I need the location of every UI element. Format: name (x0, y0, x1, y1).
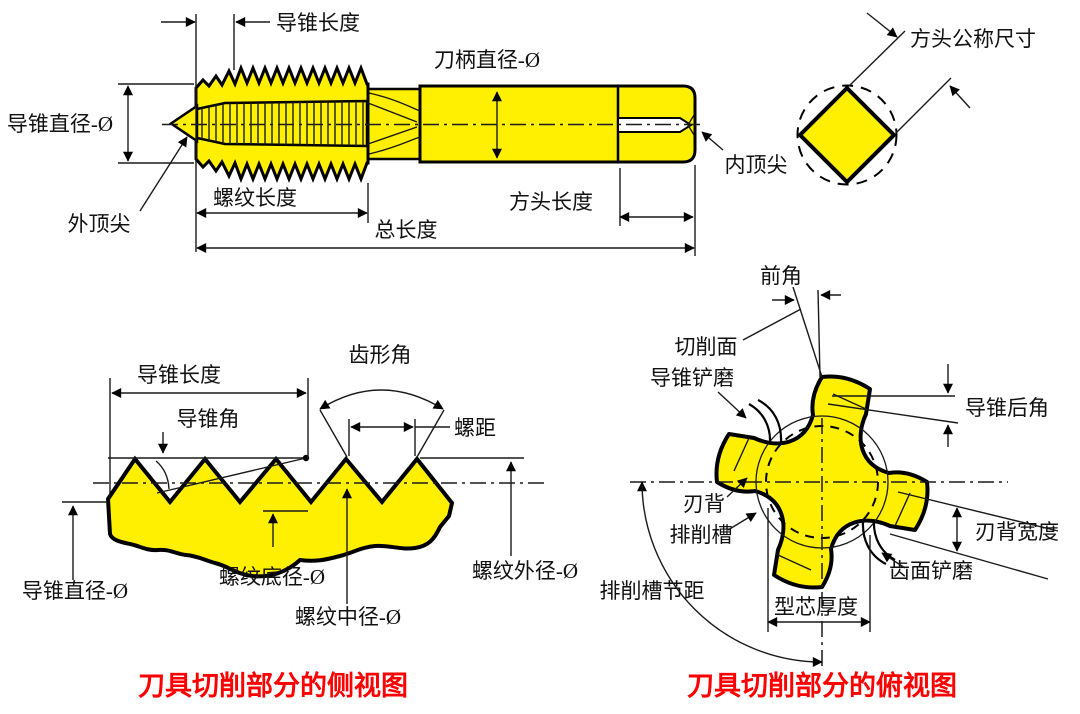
land-relief-lines (733, 393, 911, 571)
label-flute: 排削槽 (670, 523, 733, 547)
tap-side-view-dimensions (118, 14, 724, 256)
square-end-view (796, 12, 971, 186)
thread-profile-body (105, 455, 455, 579)
label-pitch: 螺距 (454, 416, 496, 440)
label-lead-taper-length: 导锥长度 (276, 11, 360, 35)
back-cone-lines (367, 102, 418, 145)
label-rake-angle: 前角 (760, 264, 802, 288)
label-thread-length: 螺纹长度 (213, 186, 297, 210)
label-lead-taper-angle: 导锥角 (177, 407, 240, 431)
label-square-head-nominal-size: 方头公称尺寸 (910, 27, 1036, 51)
label-square-head-length: 方头长度 (509, 190, 593, 214)
lead-taper-line (156, 457, 307, 494)
label-land: 刃背 (683, 492, 725, 516)
label-lead-taper-relief-grind: 导锥铲磨 (650, 366, 734, 390)
label-side-lead-taper-length: 导锥长度 (137, 363, 221, 387)
label-total-length: 总长度 (375, 218, 438, 242)
label-lead-taper-relief-angle: 导锥后角 (965, 396, 1049, 420)
label-thread-root-diameter: 螺纹底径-Ø (219, 565, 325, 589)
thread-profile-view (62, 378, 548, 604)
caption-plan-view: 刀具切削部分的俯视图 (687, 670, 957, 701)
label-flute-pitch: 排削槽节距 (600, 579, 705, 603)
label-land-width: 刃背宽度 (975, 520, 1059, 544)
label-core-thickness: 型芯厚度 (774, 595, 858, 619)
label-cutting-face: 切削面 (675, 335, 738, 359)
thread-section-band (195, 99, 369, 148)
label-external-center: 外顶尖 (68, 212, 131, 236)
tap-side-view (162, 63, 702, 184)
caption-side-view: 刀具切削部分的侧视图 (138, 670, 408, 701)
label-side-lead-taper-diameter: 导锥直径-Ø (22, 579, 128, 603)
label-tooth-face-relief-grind: 齿面铲磨 (889, 559, 973, 583)
cross-section-view (630, 286, 1059, 668)
label-tooth-profile-angle: 齿形角 (349, 343, 412, 367)
label-lead-taper-diameter: 导锥直径-Ø (7, 112, 113, 136)
label-thread-pitch-diameter: 螺纹中径-Ø (295, 605, 401, 629)
label-shank-diameter: 刀柄直径-Ø (434, 48, 540, 72)
label-internal-center: 内顶尖 (725, 153, 788, 177)
shank-diameter-dashed-circle (796, 84, 898, 186)
square-head-slot (617, 117, 693, 133)
square-head-end-face (798, 86, 896, 184)
tap-shank (418, 84, 697, 164)
label-thread-outer-diameter: 螺纹外径-Ø (472, 559, 578, 583)
neck-runout-lines (368, 92, 421, 155)
tap-external-point (168, 103, 199, 144)
